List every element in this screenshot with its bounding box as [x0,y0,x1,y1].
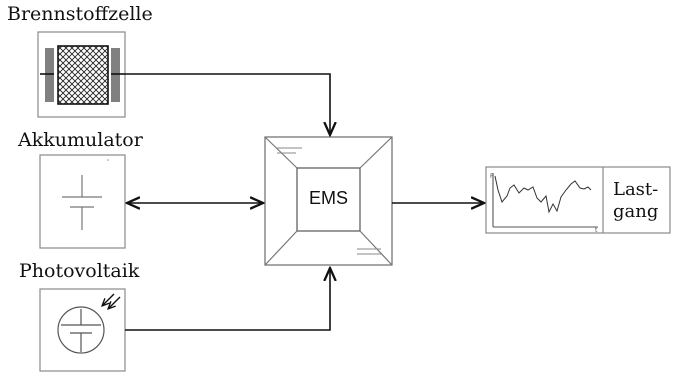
ems-box [264,136,393,266]
connections [125,73,484,331]
ems-label: EMS [308,188,348,208]
fuel-cell-label: Brennstoffzelle [7,3,153,25]
pv-to-ems-line [125,268,330,331]
photovoltaic-box [39,288,126,372]
svg-text:P: P [490,173,494,180]
load-label-line-1: Last- [613,179,659,200]
ems-inner-box [296,167,361,232]
load-profile-box: P t [485,166,671,234]
load-label-line-2: gang [613,201,659,222]
pv-circle [57,306,105,354]
fuel-cell-to-ems-line [125,73,330,135]
photovoltaic-label: Photovoltaik [19,260,140,282]
fuel-cell-box [37,31,126,118]
load-profile-curve [494,175,592,214]
battery-label: Akkumulator [18,129,143,151]
battery-box [39,154,126,249]
fuel-cell-right-electrode [111,48,120,102]
fuel-cell-left-electrode [45,48,54,102]
light-arrow-1 [102,293,115,306]
svg-text:t: t [595,227,598,234]
load-label: Last- gang [613,179,658,223]
fuel-cell-membrane [57,45,109,105]
light-arrow-2 [108,296,121,309]
